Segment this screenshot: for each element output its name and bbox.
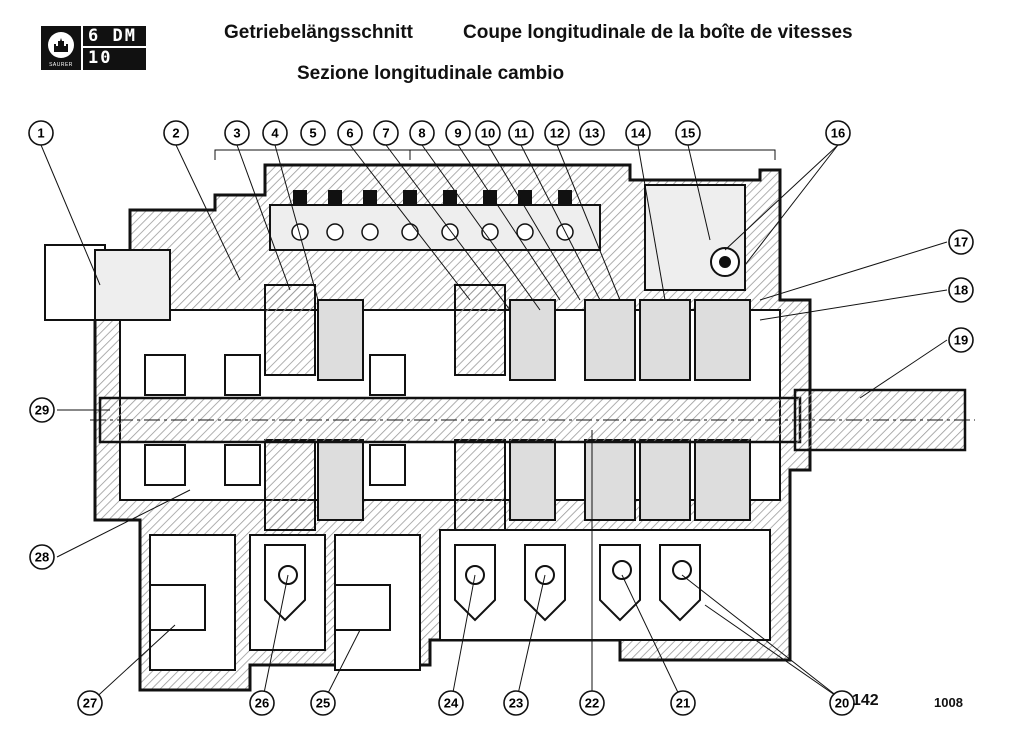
callout-17: 17 [948, 229, 974, 255]
callout-7: 7 [373, 120, 399, 146]
brand-label: SAURER [49, 62, 73, 68]
callout-3: 3 [224, 120, 250, 146]
svg-text:16: 16 [831, 126, 845, 141]
svg-text:26: 26 [255, 696, 269, 711]
svg-text:29: 29 [35, 403, 49, 418]
svg-text:23: 23 [509, 696, 523, 711]
svg-text:28: 28 [35, 550, 49, 565]
callout-9: 9 [445, 120, 471, 146]
callout-1: 1 [28, 120, 54, 146]
svg-text:10: 10 [481, 126, 495, 141]
figure-code: 1008 [934, 695, 963, 710]
callout-28: 28 [29, 544, 55, 570]
callout-16: 16 [825, 120, 851, 146]
svg-text:12: 12 [550, 126, 564, 141]
callout-5: 5 [300, 120, 326, 146]
callout-11: 11 [508, 120, 534, 146]
svg-text:6: 6 [346, 126, 353, 141]
callout-29: 29 [29, 397, 55, 423]
callout-19: 19 [948, 327, 974, 353]
model-label-2: 10 DM [88, 48, 113, 88]
callout-4: 4 [262, 120, 288, 146]
main-shaft [90, 388, 975, 452]
castle-icon [54, 38, 68, 52]
svg-text:22: 22 [585, 696, 599, 711]
callout-6: 6 [337, 120, 363, 146]
svg-text:15: 15 [681, 126, 695, 141]
callout-21: 21 [670, 690, 696, 716]
svg-text:24: 24 [444, 696, 459, 711]
callout-20: 20 [829, 690, 855, 716]
shift-forks [149, 544, 701, 631]
callout-8: 8 [409, 120, 435, 146]
title-german: Getriebelängsschnitt [224, 22, 413, 43]
title-french: Coupe longitudinale de la boîte de vites… [463, 22, 853, 43]
callout-22: 22 [579, 690, 605, 716]
svg-text:21: 21 [676, 696, 690, 711]
svg-text:5: 5 [309, 126, 316, 141]
callout-26: 26 [249, 690, 275, 716]
callout-13: 13 [579, 120, 605, 146]
page-number: 142 [852, 692, 879, 709]
svg-text:27: 27 [83, 696, 97, 711]
model-label-1: 6 DM [88, 26, 137, 46]
shift-rail-block [269, 190, 601, 251]
svg-text:2: 2 [172, 126, 179, 141]
callout-18: 18 [948, 277, 974, 303]
saurer-emblem: SAURER [41, 26, 81, 70]
control-unit [644, 184, 746, 291]
svg-text:19: 19 [954, 333, 968, 348]
input-housing [44, 244, 171, 321]
svg-text:7: 7 [382, 126, 389, 141]
callout-15: 15 [675, 120, 701, 146]
svg-text:18: 18 [954, 283, 968, 298]
callout-25: 25 [310, 690, 336, 716]
callout-23: 23 [503, 690, 529, 716]
callout-2: 2 [163, 120, 189, 146]
model-badge: 6 DM 10 DM [83, 26, 146, 88]
svg-text:20: 20 [835, 696, 849, 711]
svg-text:13: 13 [585, 126, 599, 141]
svg-text:25: 25 [316, 696, 330, 711]
callout-10: 10 [475, 120, 501, 146]
svg-text:17: 17 [954, 235, 968, 250]
leader-lines [40, 144, 948, 704]
svg-text:11: 11 [514, 126, 528, 141]
callout-12: 12 [544, 120, 570, 146]
callout-24: 24 [438, 690, 464, 716]
title-italian: Sezione longitudinale cambio [297, 63, 565, 84]
callout-27: 27 [77, 690, 103, 716]
svg-text:4: 4 [271, 126, 279, 141]
gear-sets [144, 284, 751, 531]
svg-text:1: 1 [37, 126, 44, 141]
saurer-logo: SAURER 6 DM 10 DM [41, 26, 146, 88]
callout-14: 14 [625, 120, 651, 146]
svg-text:14: 14 [631, 126, 646, 141]
svg-text:9: 9 [454, 126, 461, 141]
svg-text:8: 8 [418, 126, 425, 141]
svg-text:3: 3 [233, 126, 240, 141]
